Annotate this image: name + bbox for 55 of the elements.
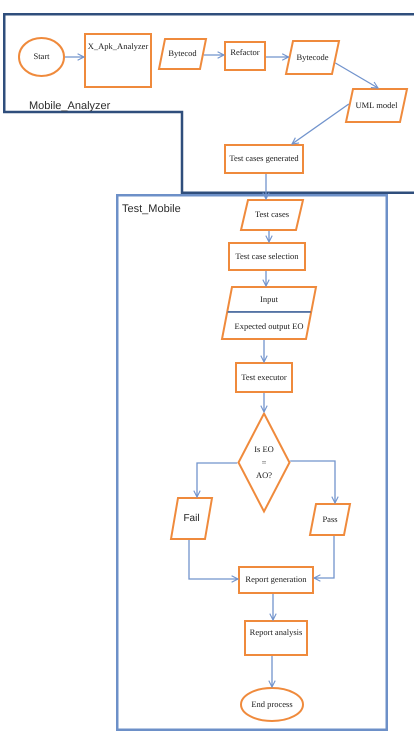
group-boundary: [116, 194, 388, 731]
data-parallelogram: [240, 199, 304, 231]
node-label: Bytecod: [168, 49, 197, 59]
process-box: [235, 362, 293, 393]
arrow: [204, 51, 225, 59]
arrow: [260, 340, 268, 363]
arrow: [290, 460, 339, 504]
process-box: [228, 242, 306, 271]
arrow: [291, 103, 350, 145]
group-label: Test_Mobile: [122, 203, 181, 216]
node-label: UML model: [356, 100, 398, 110]
arrow: [260, 393, 268, 413]
process-box: [244, 620, 308, 656]
arrow: [262, 271, 270, 287]
terminal-oval: [240, 687, 304, 722]
node-label: Bytecode: [296, 52, 329, 62]
node-label: Test case selection: [235, 252, 299, 262]
data-parallelogram: [309, 503, 351, 536]
arrow: [262, 174, 270, 200]
node-label: Report analysis: [250, 628, 302, 638]
arrow: [269, 594, 277, 621]
process-box: [238, 566, 314, 594]
node-label: Fail: [183, 512, 200, 524]
arrow: [188, 540, 239, 583]
node-label: Input: [260, 294, 278, 304]
node-label: Test cases generated: [229, 154, 299, 164]
group-label: Mobile_Analyzer: [29, 100, 110, 112]
data-parallelogram: [158, 38, 207, 70]
node-label: Refactor: [230, 48, 260, 58]
node-label: Report generation: [245, 575, 307, 585]
arrow: [335, 62, 379, 89]
arrow: [65, 53, 85, 61]
node-label: Expected output EO: [234, 322, 304, 332]
data-parallelogram: [345, 88, 408, 123]
data-parallelogram: [170, 497, 213, 540]
node-label: Is EO = AO?: [254, 442, 274, 482]
process-box: [224, 144, 304, 174]
process-box: [84, 33, 152, 88]
arrow: [268, 656, 276, 688]
arrow: [266, 53, 290, 61]
node-label: Start: [33, 52, 50, 62]
group-boundary: [3, 13, 414, 194]
node-label: Test executor: [241, 372, 287, 382]
node-label: Pass: [322, 514, 338, 524]
node-label: Test cases: [254, 210, 290, 220]
node-label: X_Apk_Analyzer: [88, 42, 148, 52]
data-parallelogram: [221, 286, 317, 340]
arrow: [193, 462, 238, 498]
arrow: [313, 536, 335, 582]
node-label: End process: [251, 700, 293, 710]
process-box: [224, 41, 266, 71]
arrow: [265, 231, 273, 243]
decision-diamond: [237, 412, 291, 513]
data-parallelogram: [285, 40, 340, 75]
terminal-oval: [18, 37, 65, 77]
